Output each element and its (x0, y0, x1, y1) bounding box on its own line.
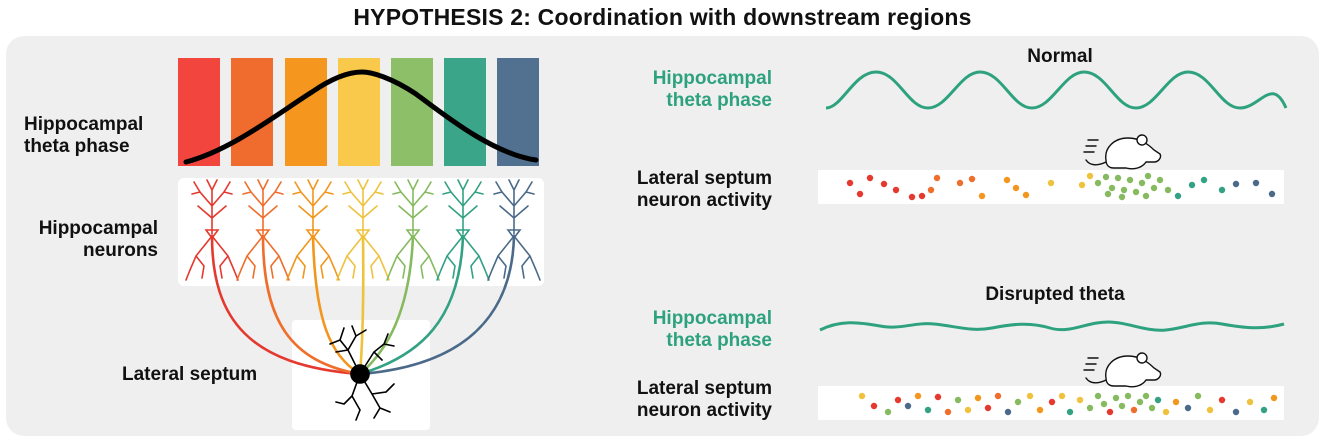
phase-bar-2 (231, 58, 273, 166)
mouse-icon-disrupted (1083, 352, 1162, 388)
left-neurons-label-line2: neurons (83, 240, 158, 261)
left-theta-label: Hippocampal theta phase (24, 114, 143, 158)
activity-dots-disrupted (858, 392, 1278, 416)
septal-neuron-icon (329, 325, 395, 421)
phase-bar-5 (391, 58, 433, 166)
disrupted-theta-label-line2: theta phase (666, 330, 772, 351)
theta-phase-curve (183, 69, 539, 165)
normal-activity-label: Lateral septum neuron activity (586, 168, 772, 212)
theta-wave-disrupted (819, 320, 1285, 332)
normal-heading: Normal (1027, 46, 1093, 67)
normal-theta-label-line2: theta phase (666, 90, 772, 111)
neurons-box (178, 178, 544, 286)
normal-activity-label-line2: neuron activity (636, 190, 772, 211)
mouse-icon-normal (1083, 134, 1162, 170)
disrupted-activity-label-line1: Lateral septum (636, 378, 772, 399)
normal-theta-label-line1: Hippocampal (652, 68, 772, 89)
left-neurons-label-line1: Hippocampal (38, 218, 158, 239)
figure-title: HYPOTHESIS 2: Coordination with downstre… (353, 4, 972, 30)
disrupted-activity-label: Lateral septum neuron activity (586, 378, 772, 422)
phase-bar-3 (285, 58, 327, 166)
theta-wave-normal (825, 70, 1288, 110)
left-theta-label-line2: theta phase (24, 136, 130, 157)
normal-theta-label: Hippocampal theta phase (606, 68, 772, 112)
theta-phase-bars (178, 58, 539, 166)
activity-strip-normal (818, 170, 1284, 204)
phase-bar-6 (444, 58, 486, 166)
disrupted-theta-label-line1: Hippocampal (652, 308, 772, 329)
hippocampal-neurons (0, 0, 26, 84)
phase-bar-1 (178, 58, 220, 166)
disrupted-heading: Disrupted theta (985, 284, 1125, 305)
projection-axons (210, 234, 516, 376)
septum-label: Lateral septum (122, 364, 258, 385)
pyramidal-neuron (0, 0, 26, 84)
disrupted-activity-label-line2: neuron activity (636, 400, 772, 421)
disrupted-theta-label: Hippocampal theta phase (606, 308, 772, 352)
left-neurons-label: Hippocampal neurons (16, 218, 158, 262)
left-theta-label-line1: Hippocampal (24, 114, 144, 135)
normal-activity-label-line1: Lateral septum (636, 168, 772, 189)
activity-dots-normal (846, 172, 1276, 201)
